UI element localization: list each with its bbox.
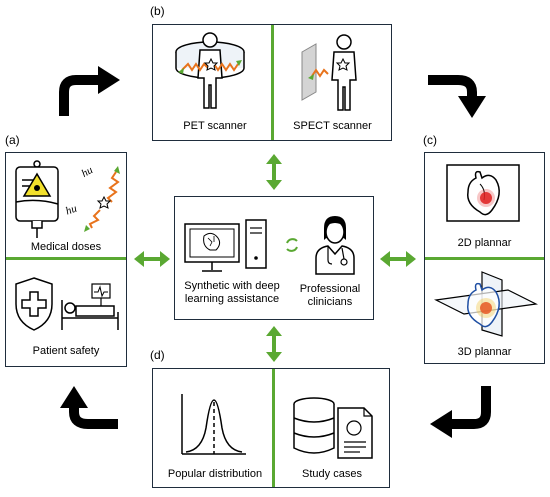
panel-b-tag: (b) xyxy=(148,4,167,18)
flow-arrow-top-right xyxy=(428,75,486,118)
panel-c-tag: (c) xyxy=(421,133,439,147)
panel-d-tag: (d) xyxy=(148,348,167,362)
flow-arrow-bottom-right xyxy=(430,386,491,438)
patient-safety-icon xyxy=(15,277,119,331)
heart-2d-icon xyxy=(446,164,520,222)
clinicians-label-line1: Professional xyxy=(299,283,361,295)
panel-b-divider xyxy=(271,25,274,140)
double-arrow-left xyxy=(134,251,170,267)
pet-scanner-icon xyxy=(175,32,245,109)
panel-a-tag: (a) xyxy=(3,133,22,147)
spect-scanner-icon xyxy=(301,34,357,111)
computer-icon xyxy=(184,219,267,272)
spect-scanner-label: SPECT scanner xyxy=(293,120,372,132)
clinicians-label-line2: clinicians xyxy=(307,296,353,308)
double-arrow-right xyxy=(380,251,416,267)
synthetic-label-line1: Synthetic with deep xyxy=(184,280,280,292)
3d-planar-label: 3D plannar xyxy=(457,346,512,358)
heart-3d-icon xyxy=(434,271,538,337)
2d-planar-label: 2D plannar xyxy=(457,237,512,249)
clinician-icon xyxy=(315,216,355,275)
double-arrow-bottom xyxy=(266,326,282,362)
bell-curve-icon xyxy=(181,394,246,455)
flow-arrow-bottom-left xyxy=(60,386,118,429)
patient-safety-label: Patient safety xyxy=(32,345,100,357)
radiation-wave-icon xyxy=(84,166,120,232)
panel-d-divider xyxy=(272,369,275,487)
popular-distribution-label: Popular distribution xyxy=(167,468,263,480)
synthetic-label-line2: learning assistance xyxy=(184,293,280,305)
medical-doses-label: Medical doses xyxy=(30,241,102,253)
pet-scanner-label: PET scanner xyxy=(183,120,247,132)
panel-a-divider xyxy=(6,257,126,260)
flow-arrow-top-left xyxy=(59,66,120,116)
panel-c-divider xyxy=(425,257,544,260)
sync-icon xyxy=(286,238,298,252)
iv-bag-icon xyxy=(15,160,59,238)
database-document-icon xyxy=(293,397,373,459)
double-arrow-top xyxy=(266,154,282,190)
study-cases-label: Study cases xyxy=(302,468,362,480)
